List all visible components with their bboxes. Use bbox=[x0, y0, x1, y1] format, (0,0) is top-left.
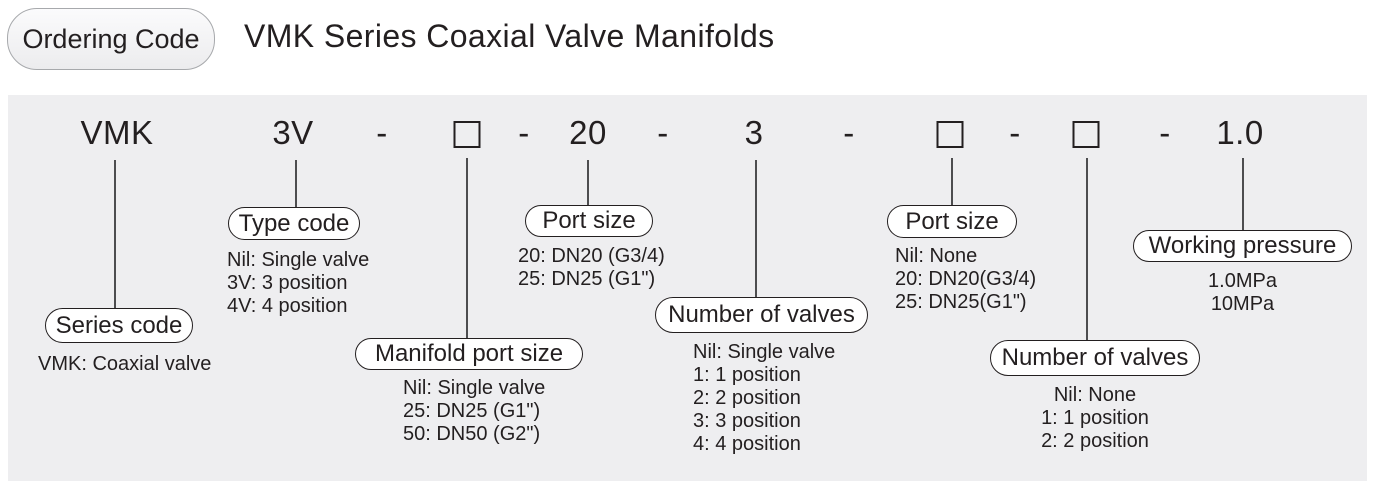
code-separator: - bbox=[518, 114, 530, 151]
connector-line-valve-count-2 bbox=[1086, 158, 1088, 340]
manifold-port-size-label: Manifold port size bbox=[374, 340, 564, 367]
code-option: 3: 3 position bbox=[693, 410, 801, 432]
code-option: Nil: Single valve bbox=[227, 249, 370, 271]
code-segment-port-size: 20 bbox=[569, 114, 607, 151]
code-option: 25: DN25 (G1") bbox=[403, 400, 541, 422]
code-option: 1.0MPa bbox=[1208, 270, 1277, 292]
code-segment-pressure: 1.0 bbox=[1216, 114, 1264, 151]
connector-line-valve-count-1 bbox=[755, 160, 757, 297]
working-pressure-label: Working pressure bbox=[1148, 232, 1337, 259]
manifold-port-size-bubble: Manifold port size bbox=[355, 338, 583, 370]
code-option: 25: DN25 (G1") bbox=[518, 268, 656, 290]
code-option: 1: 1 position bbox=[693, 364, 801, 386]
number-of-valves-1-bubble: Number of valves bbox=[655, 297, 868, 333]
series-code-bubble: Series code bbox=[45, 308, 193, 343]
code-option: Nil: Single valve bbox=[403, 377, 546, 399]
number-of-valves-1-label: Number of valves bbox=[668, 301, 855, 328]
type-code-label: Type code bbox=[238, 209, 350, 237]
code-option: Nil: Single valve bbox=[693, 341, 836, 363]
code-option: Nil: None bbox=[1053, 384, 1137, 406]
code-segment-type: 3V bbox=[272, 114, 314, 151]
connector-line-series bbox=[114, 160, 116, 308]
page-title: VMK Series Coaxial Valve Manifolds bbox=[244, 18, 775, 54]
port-size-1-bubble: Port size bbox=[525, 205, 653, 237]
type-code-bubble: Type code bbox=[228, 207, 360, 240]
code-option: 4V: 4 position bbox=[227, 295, 348, 317]
connector-line-port-size-1 bbox=[587, 160, 589, 205]
code-option: 25: DN25(G1") bbox=[895, 291, 1027, 313]
placeholder-box-valve-count-2 bbox=[1072, 121, 1100, 148]
port-size-2-label: Port size bbox=[905, 207, 999, 235]
ordering-code-badge: Ordering Code bbox=[7, 8, 215, 70]
number-of-valves-2-label: Number of valves bbox=[1001, 344, 1189, 371]
code-separator: - bbox=[376, 114, 388, 151]
number-of-valves-2-bubble: Number of valves bbox=[990, 340, 1200, 376]
code-separator: - bbox=[843, 114, 855, 151]
working-pressure-bubble: Working pressure bbox=[1133, 230, 1352, 262]
code-option: Nil: None bbox=[895, 245, 978, 267]
ordering-code-badge-label: Ordering Code bbox=[22, 23, 200, 54]
code-option: 20: DN20(G3/4) bbox=[895, 268, 1037, 290]
code-option: 1: 1 position bbox=[1041, 407, 1149, 429]
port-size-1-label: Port size bbox=[542, 207, 636, 234]
ordering-code-panel bbox=[8, 95, 1367, 481]
connector-line-port-size-2 bbox=[951, 158, 953, 205]
connector-line-pressure bbox=[1242, 158, 1244, 230]
port-size-1-group: Port size 20: DN20 (G3/4)25: DN25 (G1") bbox=[518, 205, 665, 291]
code-option: 4: 4 position bbox=[693, 433, 801, 455]
code-option: 2: 2 position bbox=[693, 387, 801, 409]
code-option: 10MPa bbox=[1210, 293, 1275, 315]
code-separator: - bbox=[1009, 114, 1021, 151]
placeholder-box-port-size-2 bbox=[936, 121, 964, 148]
placeholder-box-manifold-port-size bbox=[453, 121, 481, 148]
code-option: 20: DN20 (G3/4) bbox=[518, 245, 665, 267]
code-option: 3V: 3 position bbox=[227, 272, 348, 294]
code-separator: - bbox=[1159, 114, 1171, 151]
code-option: 2: 2 position bbox=[1041, 430, 1149, 452]
series-code-label: Series code bbox=[55, 311, 183, 339]
code-segment-series: VMK bbox=[80, 114, 154, 151]
series-code-options: VMK: Coaxial valve bbox=[38, 353, 211, 376]
connector-line-type bbox=[295, 160, 297, 207]
code-separator: - bbox=[657, 114, 669, 151]
port-size-2-bubble: Port size bbox=[887, 205, 1017, 238]
code-segment-valve-count: 3 bbox=[744, 114, 764, 151]
port-size-1-options: 20: DN20 (G3/4)25: DN25 (G1") bbox=[518, 245, 665, 291]
connector-line-manifold bbox=[466, 158, 468, 338]
code-option: VMK: Coaxial valve bbox=[38, 353, 212, 375]
code-option: 50: DN50 (G2") bbox=[403, 423, 541, 445]
series-code-group: Series code VMK: Coaxial valve bbox=[38, 308, 211, 376]
